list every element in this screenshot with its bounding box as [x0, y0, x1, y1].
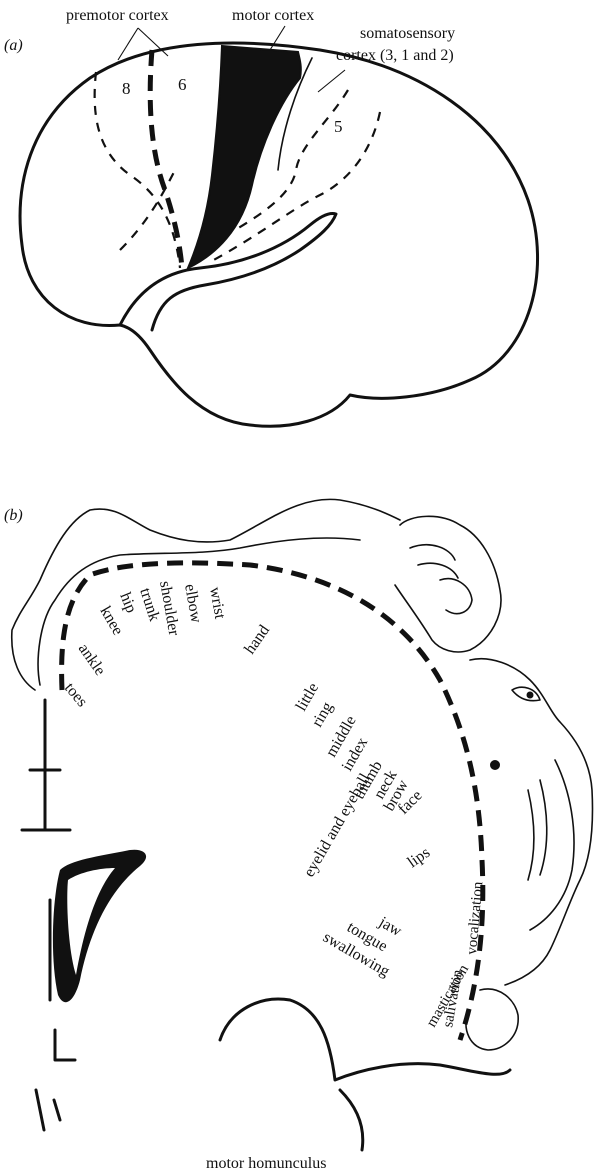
homunculus-pupil — [527, 692, 534, 699]
motor-cortex-label: motor cortex — [232, 7, 314, 24]
panel-b: (b) toes ankle knee hip trunk — [4, 499, 593, 1172]
homunculus-fingers — [410, 545, 458, 578]
panel-a-tag: (a) — [4, 37, 23, 54]
label-toes: toes — [61, 680, 91, 711]
area-5-label: 5 — [334, 117, 343, 136]
label-hand: hand — [241, 622, 273, 657]
premotor-cortex-label: premotor cortex — [66, 7, 169, 24]
area-6-label: 6 — [178, 75, 187, 94]
area-8-boundary — [95, 72, 180, 268]
homunculus-hand — [395, 516, 501, 652]
label-lips: lips — [405, 844, 434, 871]
area-8-split — [120, 170, 175, 250]
homunculus-leg-outline — [12, 499, 400, 690]
somatosensory-leader — [318, 70, 345, 92]
homunculus-tongue — [528, 780, 547, 880]
body-part-labels: toes ankle knee hip trunk shoulder elbow… — [61, 580, 486, 1030]
somatosensory-label-line2: cortex (3, 1 and 2) — [336, 47, 454, 64]
label-wrist: wrist — [206, 586, 228, 621]
bottom-left-mark — [36, 1090, 60, 1130]
label-ankle: ankle — [75, 641, 109, 679]
panel-b-tag: (b) — [4, 507, 23, 524]
figure-caption: motor homunculus — [206, 1155, 326, 1172]
label-hip: hip — [116, 590, 139, 615]
area-8-label: 8 — [122, 79, 131, 98]
homunculus-face — [470, 659, 593, 985]
somatosensory-label-line1: somatosensory — [360, 25, 455, 42]
label-elbow: elbow — [181, 583, 205, 625]
homunculus-mouth — [530, 760, 574, 930]
panel-a: (a) premotor cortex 8 6 motor cortex som… — [4, 7, 538, 426]
label-eyelid-eyeball: eyelid and eyeball — [301, 770, 374, 880]
homunculus-thumb — [440, 579, 472, 614]
motor-cortex-region — [188, 46, 301, 268]
homunculus-eye — [512, 687, 540, 700]
homunculus-nostril — [490, 760, 500, 770]
label-vocalization: vocalization — [464, 880, 486, 955]
